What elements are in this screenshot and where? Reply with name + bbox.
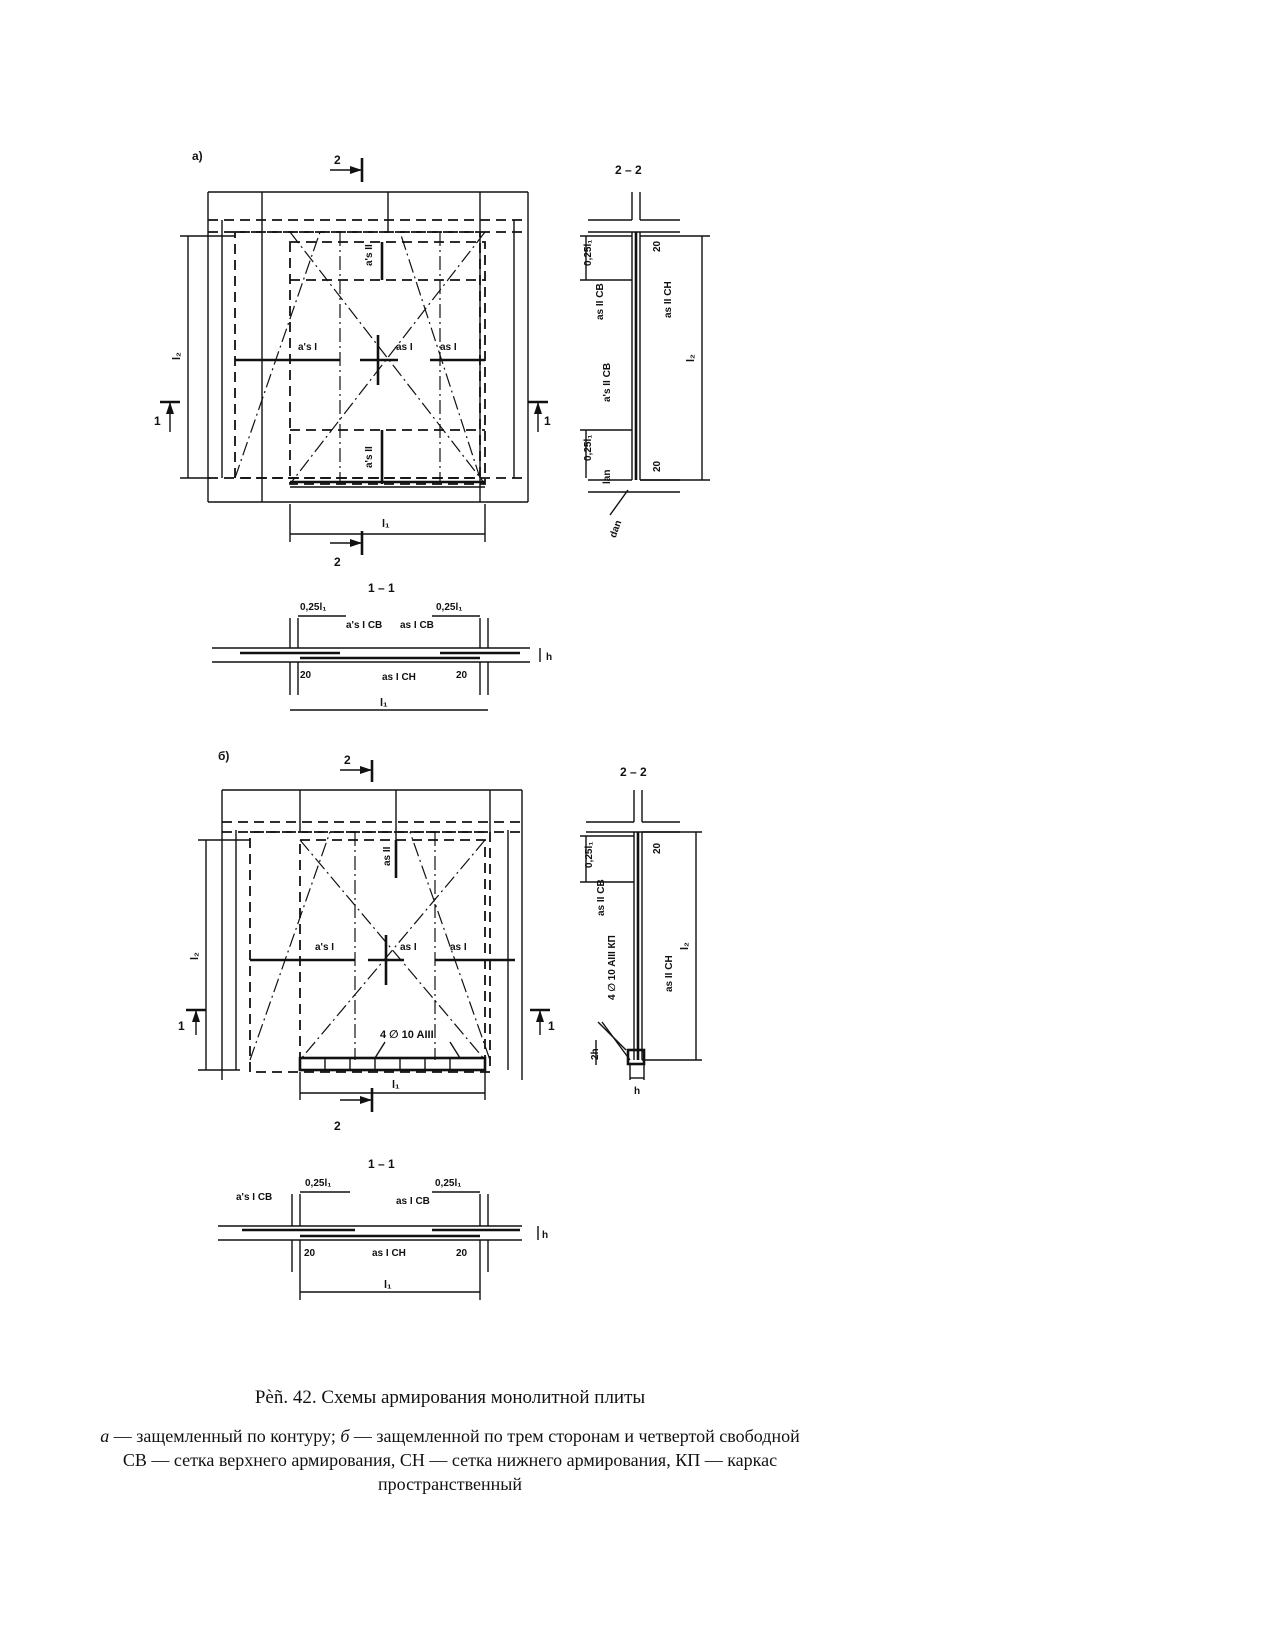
label-left-b: a's I CB — [236, 1192, 272, 1203]
section-2-bottom-mark: 2 — [330, 531, 364, 569]
label-a2-cv: a's II CB — [602, 363, 613, 402]
rebar-label-center: as I — [396, 342, 413, 353]
reinforcement-drawing: .thin { stroke: #111; stroke-width: 1.4;… — [154, 150, 710, 1300]
dim-025l1-b: 0,25l₁ — [584, 842, 595, 868]
svg-text:2: 2 — [344, 753, 351, 767]
rebar-label-right-b: as I — [450, 942, 467, 953]
section-2-top-mark-b: 2 — [340, 753, 374, 782]
rebar-label-top-b: as II — [382, 846, 393, 866]
caption-line-1: а — защемленный по контуру; б — защемлен… — [100, 1424, 800, 1448]
caption-a-letter: а — [100, 1426, 110, 1446]
label-right: as I CB — [400, 620, 434, 631]
label-bottom: as I CH — [382, 672, 416, 683]
section-1-left-mark-b: 1 — [178, 1008, 206, 1035]
dim-20-left: 20 — [300, 670, 312, 681]
rebar-label-bottom: a's II — [364, 446, 375, 468]
dim-2h-b: 2h — [590, 1048, 601, 1060]
section-2-top-mark: 2 — [330, 153, 364, 182]
dim-dan: dan — [608, 519, 624, 539]
caption-body: а — защемленный по контуру; б — защемлен… — [100, 1424, 800, 1496]
part-b-section-11: 1 – 1 0,25l₁ 0,25l₁ a's I CB as I CB as … — [218, 1157, 548, 1300]
caption-line-2: СВ — сетка верхнего армирования, СН — се… — [122, 1450, 778, 1494]
dim-20-left-b: 20 — [304, 1248, 316, 1259]
part-a-section-11: 1 – 1 0,25l₁ 0,25l₁ a's I CB as I CB as … — [212, 581, 552, 711]
dim-l2-section-b: l₂ — [679, 942, 691, 950]
part-a-section-22: 2 – 2 0,25l₁ 20 l₂ as II CB as II CH a's… — [580, 163, 710, 539]
section-1-right-mark-b: 1 — [530, 1008, 555, 1035]
part-b-section-22: 2 – 2 0,25l₁ 20 l₂ as II CB 4 ∅ 10 AIII … — [580, 765, 702, 1097]
part-b-plan: б) 2 2 1 1 — [178, 749, 555, 1133]
dim-20-right: 20 — [456, 670, 468, 681]
label-left: a's I CB — [346, 620, 382, 631]
dim-l1-section-b: l₁ — [384, 1279, 392, 1291]
label-as2-cn: as II CH — [663, 281, 674, 318]
dim-025l1-left: 0,25l₁ — [300, 602, 326, 613]
svg-text:2: 2 — [334, 1119, 341, 1133]
section-22-title: 2 – 2 — [615, 163, 642, 177]
svg-text:1: 1 — [178, 1019, 185, 1033]
part-a-label: а) — [192, 150, 203, 163]
dim-025l1-top: 0,25l₁ — [583, 240, 594, 266]
rebar-label-center-b: as I — [400, 942, 417, 953]
label-cn-b: as II CH — [664, 955, 675, 992]
dim-l2-b: l₂ — [189, 952, 201, 960]
caption-b-text: — защемленной по трем сторонам и четверт… — [349, 1426, 800, 1446]
dim-lan: lan — [602, 470, 613, 484]
section-1-right-mark: 1 — [528, 400, 551, 432]
label-as2-cv: as II CB — [595, 283, 606, 320]
dim-l1-section: l₁ — [380, 697, 388, 709]
dim-025l1-right: 0,25l₁ — [436, 602, 462, 613]
reinforcement-figure: .thin { stroke: #111; stroke-width: 1.4;… — [150, 150, 770, 1380]
section-11-title: 1 – 1 — [368, 581, 395, 595]
svg-text:2: 2 — [334, 153, 341, 167]
rebar-label-right: as I — [440, 342, 457, 353]
caption-title: Рèñ. 42. Схемы армирования монолитной пл… — [254, 1387, 646, 1408]
dim-20-top: 20 — [652, 240, 663, 252]
part-a-plan: а) 2 2 1 1 — [154, 150, 551, 569]
section-22-title-b: 2 – 2 — [620, 765, 647, 779]
svg-text:1: 1 — [154, 414, 161, 428]
dim-20-b: 20 — [652, 842, 663, 854]
rebar-label-center-left-b: a's I — [315, 942, 334, 953]
section-11-title-b: 1 – 1 — [368, 1157, 395, 1171]
svg-text:1: 1 — [544, 414, 551, 428]
label-bottom-b: as I CH — [372, 1248, 406, 1259]
label-cv-b: as II CB — [596, 879, 607, 916]
dim-l1-b: l₁ — [392, 1079, 400, 1091]
dim-20-right-b: 20 — [456, 1248, 468, 1259]
svg-text:1: 1 — [548, 1019, 555, 1033]
svg-text:2: 2 — [334, 555, 341, 569]
section-2-bottom-mark-b: 2 — [334, 1088, 374, 1133]
dim-20-bot: 20 — [652, 460, 663, 472]
rebar-label-center-left: a's I — [298, 342, 317, 353]
label-right-b: as I CB — [396, 1196, 430, 1207]
dim-025l1-bot: 0,25l₁ — [583, 435, 594, 461]
dim-l1: l₁ — [382, 518, 390, 530]
caption-b-letter: б — [340, 1426, 350, 1446]
caption-a-text: — защемленный по контуру; — [109, 1426, 341, 1446]
dim-025l1-left-b: 0,25l₁ — [305, 1178, 331, 1189]
section-1-left-mark: 1 — [154, 400, 180, 432]
rebar-label-top: a's II — [364, 244, 375, 266]
dim-l2: l₂ — [171, 352, 183, 360]
rebar-edge-label-b: 4 ∅ 10 AIII — [380, 1029, 434, 1041]
dim-l2-section: l₂ — [685, 354, 697, 362]
dim-h-b: h — [634, 1086, 640, 1097]
label-kp-b: 4 ∅ 10 AIII КП — [607, 935, 618, 1000]
dim-h-section-b: h — [542, 1230, 548, 1241]
part-b-label: б) — [218, 749, 229, 763]
dim-h: h — [546, 652, 552, 663]
dim-025l1-right-b: 0,25l₁ — [435, 1178, 461, 1189]
